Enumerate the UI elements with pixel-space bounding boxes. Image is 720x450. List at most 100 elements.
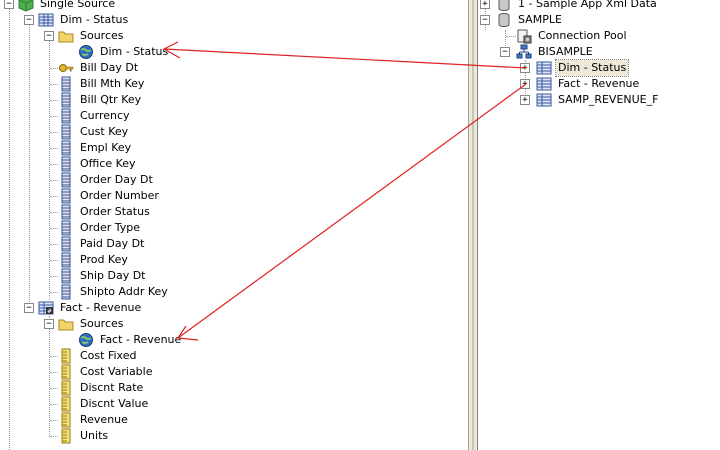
tree-node-schema[interactable]: − BISAMPLE — [478, 44, 718, 60]
column-label: Order Status — [80, 205, 150, 218]
cube-icon — [18, 0, 34, 12]
tree-node-source-dim-status[interactable]: Dim - Status — [0, 44, 460, 60]
column-label: Empl Key — [80, 141, 132, 154]
column-icon — [58, 76, 74, 92]
measure-icon — [58, 364, 74, 380]
tree-node-sources[interactable]: − Sources — [0, 28, 460, 44]
column-item[interactable]: Bill Qtr Key — [0, 92, 460, 108]
globe-icon — [78, 44, 94, 60]
tree-guide-line — [49, 40, 50, 300]
sources-label: Sources — [80, 317, 124, 330]
column-icon — [58, 92, 74, 108]
column-icon — [58, 252, 74, 268]
measure-icon — [58, 412, 74, 428]
measure-item[interactable]: Revenue — [0, 412, 460, 428]
tree-node-database[interactable]: + 1 - Sample App Xml Data — [478, 0, 718, 12]
column-item[interactable]: Ship Day Dt — [0, 268, 460, 284]
expand-icon[interactable]: + — [480, 0, 490, 9]
measure-icon — [58, 428, 74, 444]
column-label: Shipto Addr Key — [80, 285, 168, 298]
collapse-icon[interactable]: − — [480, 15, 490, 25]
column-label: Bill Day Dt — [80, 61, 139, 74]
collapse-icon[interactable]: − — [24, 303, 34, 313]
tree-node-database[interactable]: − SAMPLE — [478, 12, 718, 28]
fact-revenue-label: Fact - Revenue — [60, 301, 142, 314]
tree-node-physical-table[interactable]: + Dim - Status — [478, 59, 718, 77]
tree-node-connection-pool[interactable]: Connection Pool — [478, 28, 718, 44]
tree-guide-line — [505, 30, 506, 54]
column-icon — [58, 108, 74, 124]
column-item[interactable]: Paid Day Dt — [0, 236, 460, 252]
collapse-icon[interactable]: − — [24, 15, 34, 25]
column-icon — [58, 172, 74, 188]
tree-guide-line — [9, 0, 10, 450]
column-item[interactable]: Order Status — [0, 204, 460, 220]
column-icon — [58, 140, 74, 156]
column-icon — [58, 124, 74, 140]
measure-item[interactable]: Units — [0, 428, 460, 444]
collapse-icon[interactable]: − — [44, 319, 54, 329]
tree-guide-line — [29, 24, 30, 312]
column-item[interactable]: Order Day Dt — [0, 172, 460, 188]
column-item[interactable]: Order Type — [0, 220, 460, 236]
schema-icon — [516, 44, 532, 60]
database-label: 1 - Sample App Xml Data — [518, 0, 657, 10]
column-label: Order Day Dt — [80, 173, 153, 186]
pane-splitter[interactable] — [468, 0, 478, 450]
measure-item[interactable]: Cost Fixed — [0, 348, 460, 364]
expand-icon[interactable]: + — [520, 79, 530, 89]
column-item[interactable]: Prod Key — [0, 252, 460, 268]
column-label: Prod Key — [80, 253, 128, 266]
column-item[interactable]: Office Key — [0, 156, 460, 172]
column-label: Paid Day Dt — [80, 237, 145, 250]
column-icon — [58, 236, 74, 252]
key-icon — [58, 60, 74, 76]
column-label: Cust Key — [80, 125, 129, 138]
folder-icon — [58, 316, 74, 332]
globe-icon — [78, 332, 94, 348]
measure-label: Cost Fixed — [80, 349, 137, 362]
tree-node-dim-status[interactable]: − Dim - Status — [0, 12, 460, 28]
column-label: Office Key — [80, 157, 136, 170]
column-item[interactable]: Shipto Addr Key — [0, 284, 460, 300]
tree-node-physical-table[interactable]: + SAMP_REVENUE_F — [478, 92, 718, 108]
measure-icon — [58, 396, 74, 412]
tree-node-source-fact-revenue[interactable]: Fact - Revenue — [0, 332, 460, 348]
tree-node-physical-table[interactable]: + Fact - Revenue — [478, 76, 718, 92]
collapse-icon[interactable]: − — [4, 0, 14, 9]
source-dim-status-label: Dim - Status — [100, 45, 169, 58]
tree-guide-line — [49, 316, 50, 436]
svg-text:#: # — [47, 308, 52, 315]
expand-icon[interactable]: + — [520, 63, 530, 73]
column-icon — [58, 204, 74, 220]
table-icon — [38, 12, 54, 28]
column-label: Currency — [80, 109, 130, 122]
measure-item[interactable]: Cost Variable — [0, 364, 460, 380]
measure-item[interactable]: Discnt Value — [0, 396, 460, 412]
physical-table-label: Dim - Status — [554, 59, 630, 77]
column-icon — [58, 220, 74, 236]
column-item[interactable]: Empl Key — [0, 140, 460, 156]
expand-icon[interactable]: + — [520, 95, 530, 105]
column-item[interactable]: Cust Key — [0, 124, 460, 140]
column-item[interactable]: Bill Day Dt — [0, 60, 460, 76]
column-item[interactable]: Bill Mth Key — [0, 76, 460, 92]
folder-icon — [58, 28, 74, 44]
measure-label: Cost Variable — [80, 365, 153, 378]
tree-node-root[interactable]: − Single Source — [0, 0, 460, 12]
collapse-icon[interactable]: − — [500, 47, 510, 57]
physical-layer-tree: + 1 - Sample App Xml Data − SAMPLE Conne… — [478, 0, 720, 450]
column-label: Bill Mth Key — [80, 77, 145, 90]
measure-icon — [58, 380, 74, 396]
physical-table-label: Fact - Revenue — [558, 77, 640, 90]
column-label: Bill Qtr Key — [80, 93, 142, 106]
column-item[interactable]: Order Number — [0, 188, 460, 204]
collapse-icon[interactable]: − — [44, 31, 54, 41]
measure-item[interactable]: Discnt Rate — [0, 380, 460, 396]
tree-node-sources[interactable]: − Sources — [0, 316, 460, 332]
tree-node-fact-revenue[interactable]: − # Fact - Revenue — [0, 300, 460, 316]
measure-label: Discnt Value — [80, 397, 149, 410]
connection-pool-label: Connection Pool — [538, 29, 627, 42]
database-label: SAMPLE — [518, 13, 562, 26]
column-item[interactable]: Currency — [0, 108, 460, 124]
